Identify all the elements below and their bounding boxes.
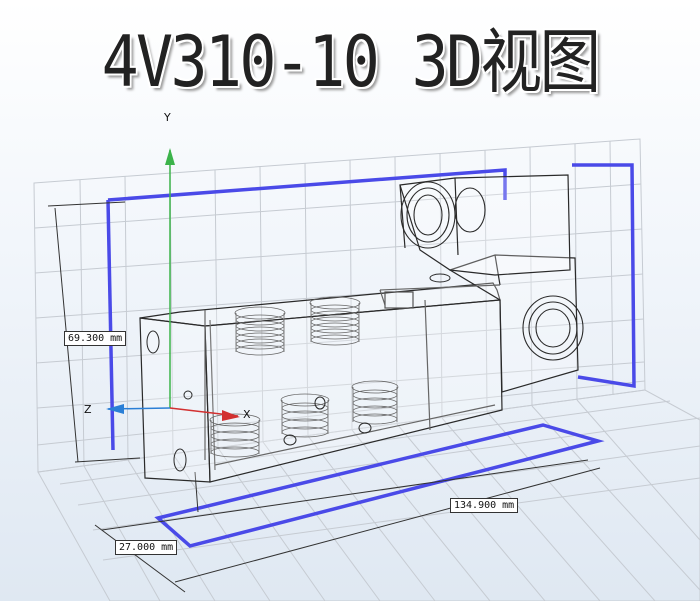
side-port <box>522 295 584 361</box>
valve-body <box>139 174 579 483</box>
length-dimension-label: 134.900 mm <box>450 498 519 513</box>
mounting-holes <box>146 273 451 472</box>
page-title: 4V310-10 3D视图 <box>101 21 601 103</box>
threaded-bore-bottom-3 <box>351 380 399 425</box>
back-wall-grid <box>33 138 646 473</box>
threaded-bore-top-2 <box>309 296 361 346</box>
x-axis-label: X <box>243 408 251 421</box>
height-dimension-label: 69.300 mm <box>64 331 127 346</box>
threaded-bore-bottom-1 <box>209 413 261 458</box>
x-axis-arrow <box>222 410 240 421</box>
y-axis-arrow <box>165 148 175 165</box>
y-axis-label: Y <box>164 111 171 124</box>
projection-outlines <box>106 163 636 548</box>
top-port <box>400 181 486 249</box>
dimension-lines <box>47 201 601 593</box>
threaded-bore-top-1 <box>234 306 286 356</box>
threaded-bore-bottom-2 <box>280 393 330 438</box>
z-axis-arrow <box>106 404 124 414</box>
coordinate-axes <box>106 148 240 421</box>
depth-dimension-label: 27.000 mm <box>115 540 178 555</box>
back-projection <box>107 168 507 202</box>
floor-projection <box>154 423 605 548</box>
side-projection <box>572 163 636 389</box>
z-axis-label: Z <box>84 403 92 416</box>
